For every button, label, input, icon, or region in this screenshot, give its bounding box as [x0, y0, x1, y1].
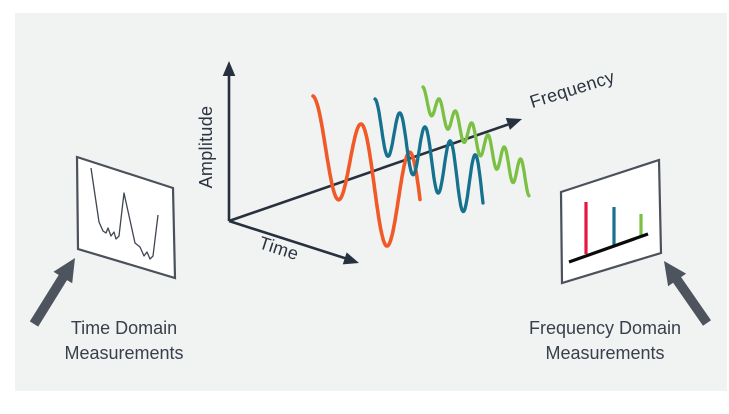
amplitude-axis-label: Amplitude [196, 106, 216, 189]
frequency-domain-panel [559, 158, 663, 285]
frequency-axis-arrowhead-icon [505, 117, 522, 130]
mid-frequency-wave [373, 97, 485, 214]
time-domain-arrow-icon [29, 258, 75, 327]
frequency-domain-caption: Frequency Domain Measurements [512, 316, 698, 366]
frequency-domain-caption-line1: Frequency Domain [528, 318, 682, 338]
frequency-domain-caption-line2: Measurements [545, 343, 665, 363]
time-axis-line [228, 219, 347, 260]
amplitude-axis-arrowhead-icon [222, 61, 236, 76]
time-waveform [90, 167, 159, 260]
time-domain-caption-line2: Measurements [64, 343, 184, 363]
time-axis-label: Time [256, 233, 301, 265]
low-frequency-wave [311, 94, 422, 248]
time-axis-arrowhead-icon [342, 252, 359, 265]
time-domain-caption-line1: Time Domain [70, 318, 178, 338]
frequency-domain-arrow-icon [664, 261, 711, 326]
high-frequency-wave [421, 85, 531, 198]
spectrum-baseline [568, 232, 649, 264]
time-domain-caption: Time Domain Measurements [40, 316, 208, 366]
time-domain-panel [75, 155, 177, 280]
frequency-axis-label: Frequency [527, 67, 617, 112]
